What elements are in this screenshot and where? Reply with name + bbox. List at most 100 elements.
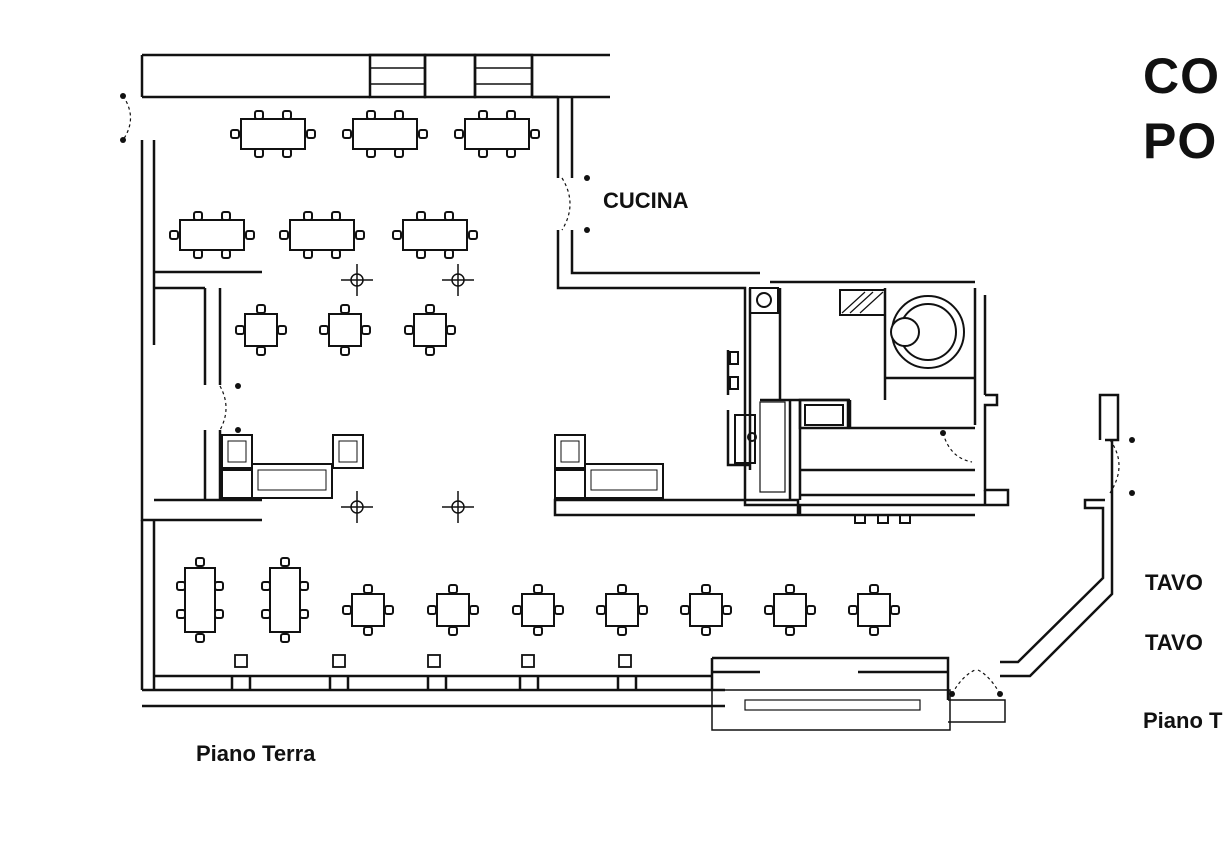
chair	[392, 230, 402, 240]
tables-layer	[169, 110, 900, 643]
legend-item-2: TAVO	[1145, 630, 1203, 655]
door-hinges	[120, 93, 1135, 697]
outer-walls	[140, 53, 1120, 731]
chair	[448, 626, 458, 636]
chair	[468, 230, 478, 240]
table-4-seat	[680, 584, 732, 636]
chair	[806, 605, 816, 615]
table-6-seat	[279, 211, 365, 259]
chair	[617, 626, 627, 636]
chair	[418, 129, 428, 139]
chair	[176, 609, 186, 619]
table-6-seat	[454, 110, 540, 158]
chair	[454, 129, 464, 139]
chair	[680, 605, 690, 615]
chair	[530, 129, 540, 139]
chair	[785, 626, 795, 636]
chair	[427, 605, 437, 615]
table-4-seat	[512, 584, 564, 636]
table-4-seat	[342, 584, 394, 636]
chair	[193, 211, 203, 221]
chair	[306, 129, 316, 139]
chair	[299, 581, 309, 591]
chair	[638, 605, 648, 615]
chair	[254, 110, 264, 120]
lounge-furniture	[221, 434, 664, 499]
chair	[355, 230, 365, 240]
ceiling-lights	[341, 264, 474, 523]
chair	[448, 584, 458, 594]
chair	[785, 584, 795, 594]
chair	[303, 211, 313, 221]
chair	[444, 249, 454, 259]
table-6-seat	[169, 211, 255, 259]
table-6-seat	[392, 211, 478, 259]
chair	[340, 304, 350, 314]
chair	[416, 211, 426, 221]
chair	[478, 148, 488, 158]
chair	[221, 249, 231, 259]
table-6-seat	[230, 110, 316, 158]
chair	[506, 148, 516, 158]
chair	[363, 626, 373, 636]
chair	[764, 605, 774, 615]
doors	[122, 95, 1120, 695]
kitchen-label: CUCINA	[603, 188, 689, 213]
chair	[193, 249, 203, 259]
legend-item-1: TAVO	[1145, 570, 1203, 595]
chair	[366, 110, 376, 120]
chair	[469, 605, 479, 615]
chair	[554, 605, 564, 615]
chair	[342, 129, 352, 139]
chair	[280, 557, 290, 567]
chair	[361, 325, 371, 335]
table-4-seat	[764, 584, 816, 636]
chair	[890, 605, 900, 615]
chair	[446, 325, 456, 335]
chair	[384, 605, 394, 615]
chair	[533, 584, 543, 594]
chair	[282, 148, 292, 158]
chair	[596, 605, 606, 615]
chair	[617, 584, 627, 594]
title-line-2: PO	[1143, 113, 1218, 169]
chair	[363, 584, 373, 594]
chair	[444, 211, 454, 221]
chair	[869, 584, 879, 594]
chair	[261, 609, 271, 619]
chair	[425, 346, 435, 356]
chair	[261, 581, 271, 591]
table-4-seat	[596, 584, 648, 636]
chair	[331, 211, 341, 221]
chair	[478, 110, 488, 120]
chair	[331, 249, 341, 259]
table-4-seat	[848, 584, 900, 636]
table-6-seat	[342, 110, 428, 158]
chair	[404, 325, 414, 335]
chair	[230, 129, 240, 139]
chair	[848, 605, 858, 615]
title-line-1: CO	[1143, 48, 1220, 104]
chair	[722, 605, 732, 615]
table-4-seat	[319, 304, 371, 356]
chair	[394, 148, 404, 158]
table-4-seat	[427, 584, 479, 636]
table-4-seat	[404, 304, 456, 356]
chair	[254, 148, 264, 158]
chair	[303, 249, 313, 259]
table-4-seat	[235, 304, 287, 356]
chair	[277, 325, 287, 335]
chair	[195, 633, 205, 643]
chair	[506, 110, 516, 120]
chair	[340, 346, 350, 356]
chair	[416, 249, 426, 259]
floor-label: Piano Terra	[196, 741, 316, 766]
chair	[701, 584, 711, 594]
chair	[869, 626, 879, 636]
chair	[512, 605, 522, 615]
kitchen-fixtures	[729, 287, 965, 524]
chair	[214, 609, 224, 619]
chair	[279, 230, 289, 240]
table-6-seat-vertical	[176, 557, 224, 643]
